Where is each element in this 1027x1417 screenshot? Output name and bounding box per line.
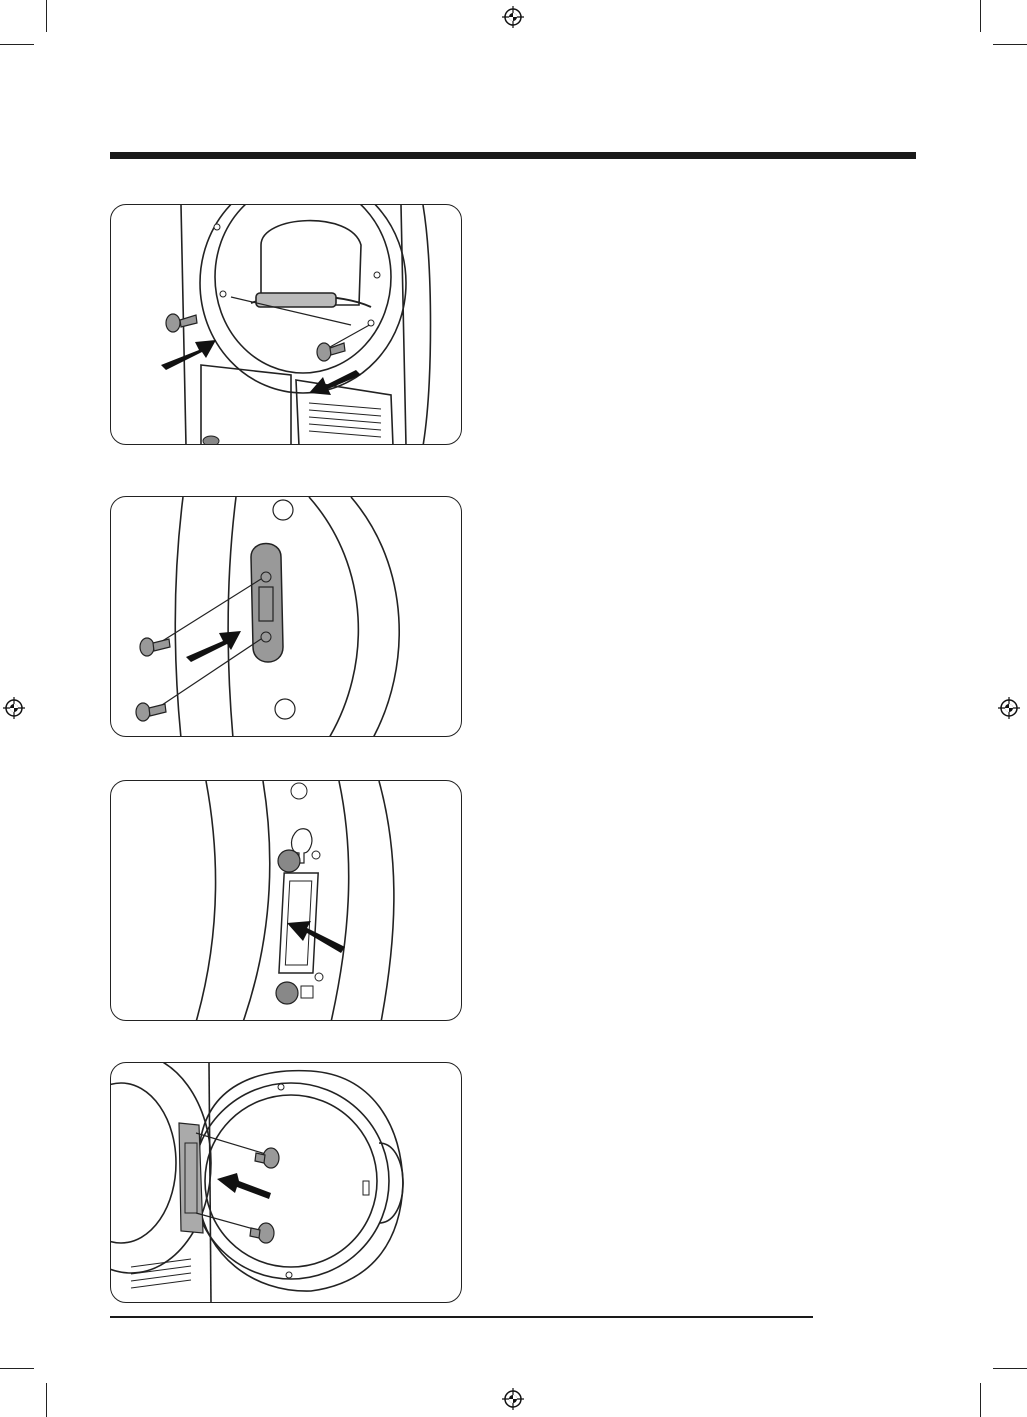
registration-target-icon <box>998 697 1020 719</box>
crop-mark-top-right-h <box>993 44 1027 45</box>
step-illustration-3 <box>110 780 462 1021</box>
registration-target-icon <box>3 697 25 719</box>
footer-rule <box>110 1316 813 1318</box>
crop-mark-top-left-h <box>0 44 34 45</box>
header-rule <box>110 152 916 159</box>
crop-mark-top-left-v <box>46 0 47 32</box>
crop-mark-top-right-v <box>980 0 981 32</box>
crop-mark-bottom-right-h <box>993 1368 1027 1369</box>
step-illustration-2 <box>110 496 462 737</box>
step-illustration-1 <box>110 204 462 445</box>
crop-mark-bottom-left-h <box>0 1368 34 1369</box>
crop-mark-bottom-left-v <box>46 1383 47 1417</box>
crop-mark-bottom-right-v <box>980 1383 981 1417</box>
step-illustration-4 <box>110 1062 462 1303</box>
registration-target-icon <box>502 6 524 28</box>
registration-target-icon <box>502 1388 524 1410</box>
